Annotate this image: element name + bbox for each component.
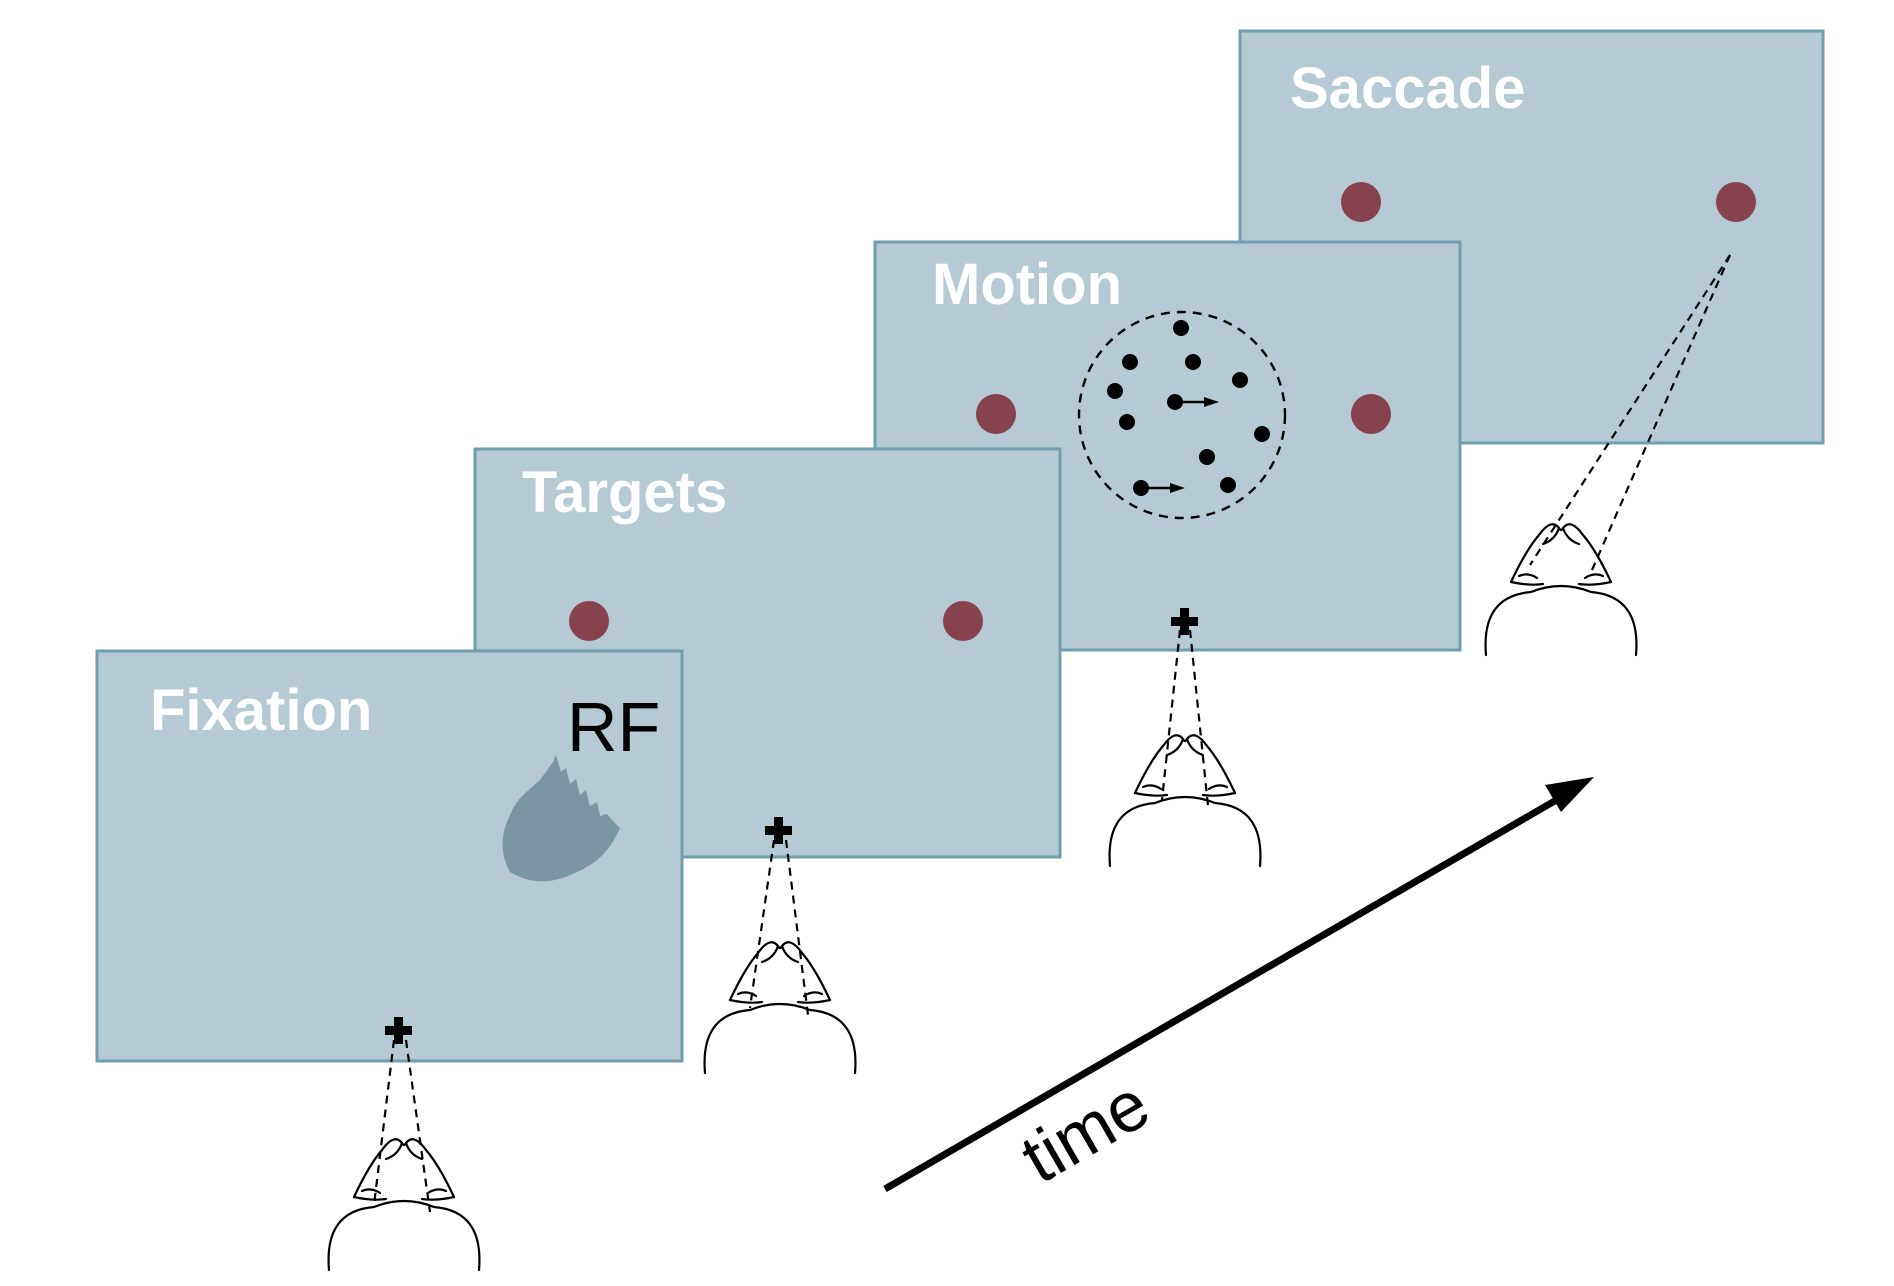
target-left <box>1341 182 1381 222</box>
motion-dot <box>1199 449 1215 465</box>
fixation-panel: Fixation RF <box>95 649 684 1063</box>
motion-dot <box>1232 372 1248 388</box>
motion-dot <box>1119 414 1135 430</box>
observer-head-icon <box>703 941 857 1075</box>
motion-dot <box>1173 320 1189 336</box>
observer-head-icon <box>1484 523 1638 657</box>
observer-head-icon <box>1108 734 1262 868</box>
target-right <box>1351 394 1391 434</box>
fixation-gaze-lines <box>372 1039 432 1213</box>
motion-dot <box>1185 354 1201 370</box>
motion-dot <box>1107 383 1123 399</box>
targets-title: Targets <box>522 460 727 525</box>
time-arrow-shaft <box>883 791 1567 1193</box>
motion-dot <box>1122 354 1138 370</box>
target-left <box>569 601 609 641</box>
rf-label: RF <box>567 688 660 766</box>
random-dot-stimulus <box>1107 320 1270 496</box>
motion-dot <box>1220 477 1236 493</box>
targets-gaze-lines <box>748 839 810 1016</box>
motion-arrowhead-icon <box>1170 483 1185 493</box>
time-label: time <box>1009 1064 1163 1198</box>
fixation-cross-icon <box>1171 608 1198 635</box>
fixation-title: Fixation <box>150 678 372 743</box>
fixation-cross-icon <box>765 817 792 844</box>
fixation-cross-icon <box>385 1017 412 1044</box>
target-right <box>1716 182 1756 222</box>
target-right <box>943 601 983 641</box>
motion-title: Motion <box>932 252 1122 317</box>
motion-aperture <box>1077 310 1287 520</box>
arrowhead-icon <box>1545 777 1594 812</box>
saccade-gaze-lines <box>1529 254 1732 571</box>
target-left <box>976 394 1016 434</box>
observer-head-icon <box>327 1138 481 1272</box>
motion-gaze-lines <box>1160 629 1210 807</box>
motion-arrowhead-icon <box>1204 397 1219 407</box>
receptive-field-shape <box>502 755 620 882</box>
motion-dot <box>1254 426 1270 442</box>
saccade-title: Saccade <box>1290 56 1525 121</box>
